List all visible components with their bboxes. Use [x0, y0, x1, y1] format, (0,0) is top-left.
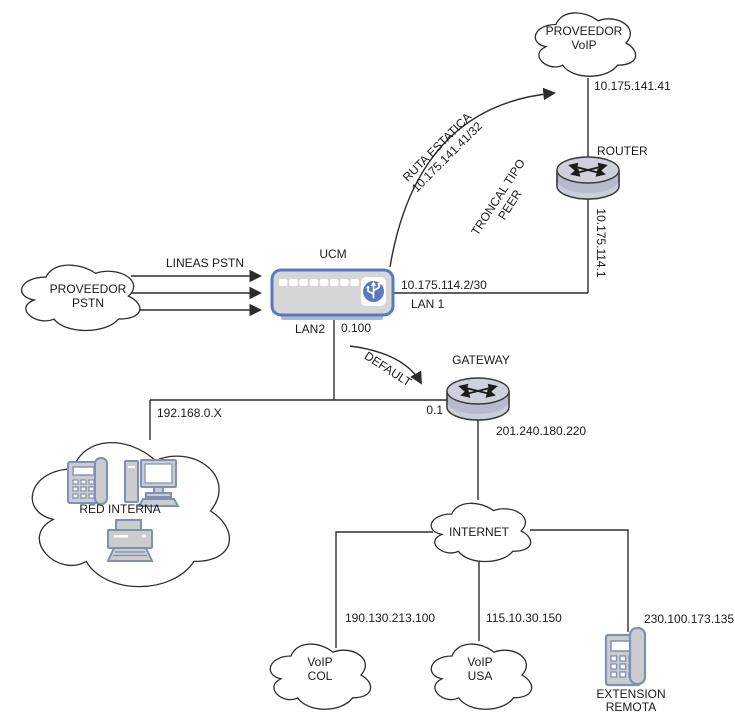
ip-proveedor-voip: 10.175.141.41 — [594, 79, 671, 93]
proveedor-voip-label: PROVEEDOR VoIP — [545, 24, 623, 52]
ucm-device-icon — [270, 268, 395, 320]
link-static-route-arrow — [389, 87, 556, 268]
voip-col-label: VoIP COL — [307, 655, 333, 683]
extension-remota-label: EXTENSION REMOTA — [596, 687, 666, 713]
subnet-red-interna: 192.168.0.X — [157, 406, 222, 420]
phone-icon — [67, 457, 108, 505]
ip-voip-col: 190.130.213.100 — [345, 611, 436, 625]
link-internet-voipcol — [335, 531, 433, 648]
remote-phone-icon — [604, 626, 647, 687]
internet-label: INTERNET — [449, 525, 509, 539]
gateway-icon — [447, 378, 509, 420]
ip-ucm-lan1: 10.175.114.2/30 — [401, 278, 487, 292]
default-route-arrow — [349, 345, 422, 385]
router-icon — [557, 157, 619, 199]
ip-gateway-lan: 0.1 — [426, 403, 443, 417]
connectors — [130, 78, 629, 648]
ucm-label: UCM — [319, 247, 347, 261]
gateway-label: GATEWAY — [452, 353, 510, 367]
lan2-label: LAN2 — [295, 322, 326, 336]
ucm-ports — [279, 279, 359, 286]
proveedor-pstn-label: PROVEEDOR PSTN — [49, 282, 127, 310]
ip-ucm-lan2: 0.100 — [341, 321, 372, 335]
red-interna-label: RED INTERNA — [79, 502, 161, 516]
voip-usa-label: VoIP USA — [467, 655, 493, 683]
ip-router-wan: 10.175.114.1 — [594, 208, 608, 278]
printer-icon — [106, 519, 154, 562]
ip-extension-remota: 230.100.173.135 — [644, 612, 735, 626]
lineas-pstn-label: LINEAS PSTN — [165, 256, 245, 270]
ip-gateway-wan: 201.240.180.220 — [496, 424, 587, 438]
computer-icon — [124, 459, 180, 507]
link-internet-extension — [530, 529, 629, 632]
usb-icon — [361, 277, 386, 306]
router-label: ROUTER — [597, 144, 648, 158]
ip-voip-usa: 115.10.30.150 — [486, 611, 562, 625]
lan1-label: LAN 1 — [411, 297, 445, 311]
